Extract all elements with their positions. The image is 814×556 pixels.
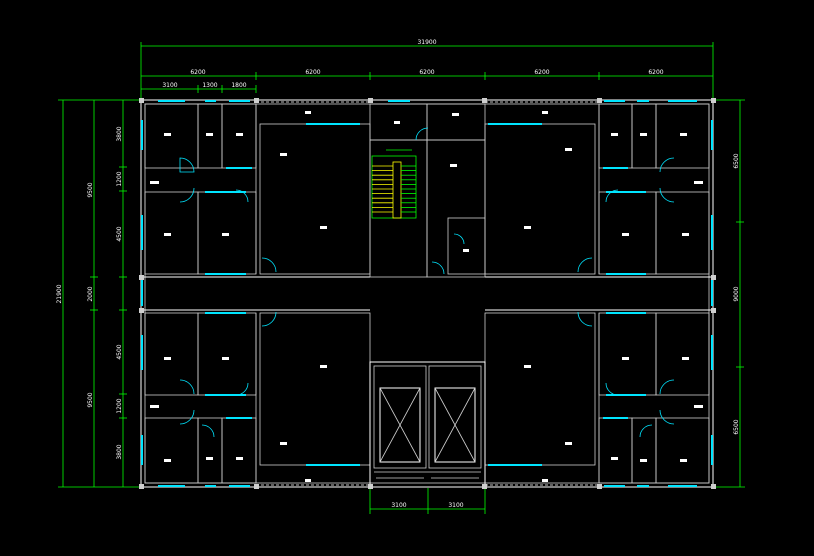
top-sub-segment-label: 1800 bbox=[231, 82, 246, 89]
doors bbox=[179, 127, 675, 438]
overall-height-label: 21900 bbox=[56, 284, 63, 303]
left-inner-segment-label: 4500 bbox=[116, 344, 123, 359]
top-segment-label: 6200 bbox=[648, 69, 663, 76]
left-segment-label: 2000 bbox=[87, 286, 94, 301]
left-inner-segment-label: 3800 bbox=[116, 126, 123, 141]
top-sub-segment-label: 1300 bbox=[202, 82, 217, 89]
left-inner-segment-label: 3800 bbox=[116, 444, 123, 459]
windows bbox=[141, 100, 713, 487]
left-segment-label: 9500 bbox=[87, 182, 94, 197]
building-walls bbox=[140, 99, 714, 488]
right-segment-label: 6500 bbox=[733, 153, 740, 168]
top-segment-label: 6200 bbox=[534, 69, 549, 76]
top-segment-label: 6200 bbox=[305, 69, 320, 76]
staircase bbox=[371, 149, 417, 219]
left-segment-label: 9500 bbox=[87, 392, 94, 407]
left-inner-segment-label: 1200 bbox=[116, 398, 123, 413]
dimension-lines bbox=[58, 42, 745, 514]
elevator-shafts bbox=[379, 387, 476, 463]
column-markers bbox=[139, 98, 716, 489]
balcony-dashed-lines bbox=[256, 101, 599, 486]
left-inner-segment-label: 4500 bbox=[116, 226, 123, 241]
bottom-segment-label: 3100 bbox=[448, 502, 463, 509]
right-segment-label: 6500 bbox=[733, 419, 740, 434]
bottom-segment-label: 3100 bbox=[391, 502, 406, 509]
top-segment-label: 6200 bbox=[419, 69, 434, 76]
dimension-labels: 31900 6200 6200 6200 6200 6200 3100 1300… bbox=[56, 39, 740, 509]
right-segment-label: 9000 bbox=[733, 286, 740, 301]
overall-width-label: 31900 bbox=[417, 39, 436, 46]
left-inner-segment-label: 1200 bbox=[116, 171, 123, 186]
room-labels bbox=[150, 111, 703, 482]
top-sub-segment-label: 3100 bbox=[162, 82, 177, 89]
top-segment-label: 6200 bbox=[190, 69, 205, 76]
